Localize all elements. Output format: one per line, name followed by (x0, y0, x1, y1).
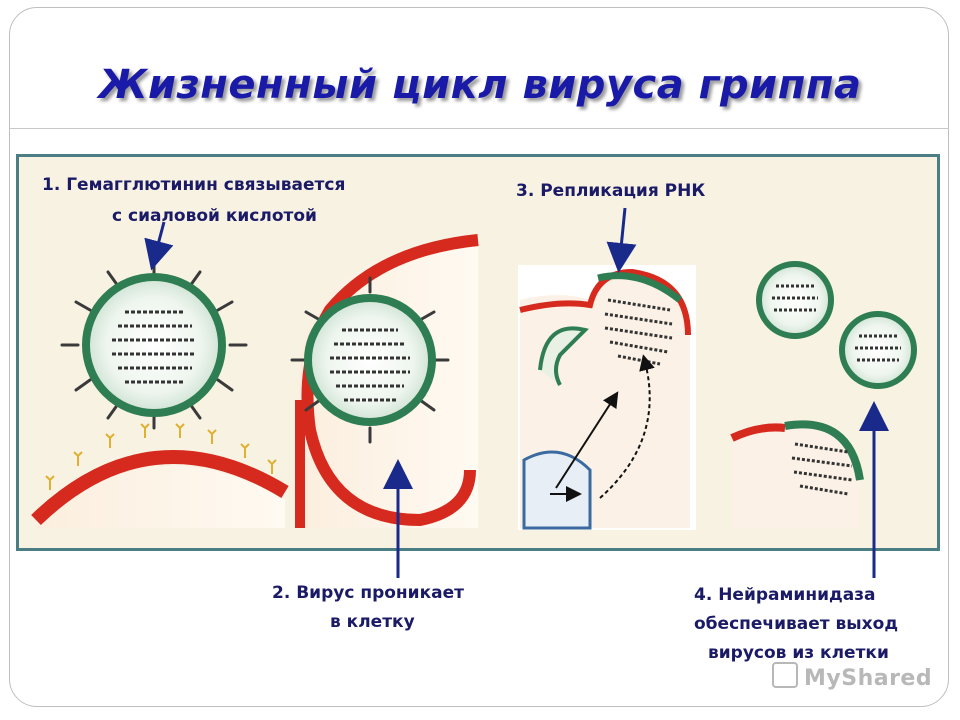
step3-label: 3. Репликация РНК (516, 181, 706, 201)
watermark: MyShared (772, 662, 932, 691)
step1-label-line1: 1. Гемагглютинин связывается (42, 175, 346, 195)
stage4-virus-released-1 (756, 261, 834, 339)
step4-label-line3: вирусов из клетки (708, 643, 889, 663)
stage2-virus (290, 276, 450, 444)
stage4-virus-released-2 (839, 311, 917, 389)
step4-label-line1: 4. Нейраминидаза (694, 585, 876, 605)
step2-label-line2: в клетку (330, 612, 415, 632)
presentation-icon (772, 662, 798, 688)
stage4-cell (730, 420, 864, 528)
step2-label-line1: 2. Вирус проникает (272, 583, 464, 603)
arrow-step1 (144, 221, 174, 271)
stage1-cell-membrane (31, 423, 289, 528)
step1-label-line2: с сиаловой кислотой (112, 206, 317, 226)
stage1-virus (60, 260, 248, 430)
stage3-cell (518, 265, 696, 530)
title-divider (9, 128, 949, 129)
arrow-step3 (606, 207, 637, 273)
slide-title: Жизненный цикл вируса гриппа (98, 62, 862, 108)
step4-label-line2: обеспечивает выход (694, 614, 899, 634)
watermark-text: MyShared (804, 666, 933, 691)
